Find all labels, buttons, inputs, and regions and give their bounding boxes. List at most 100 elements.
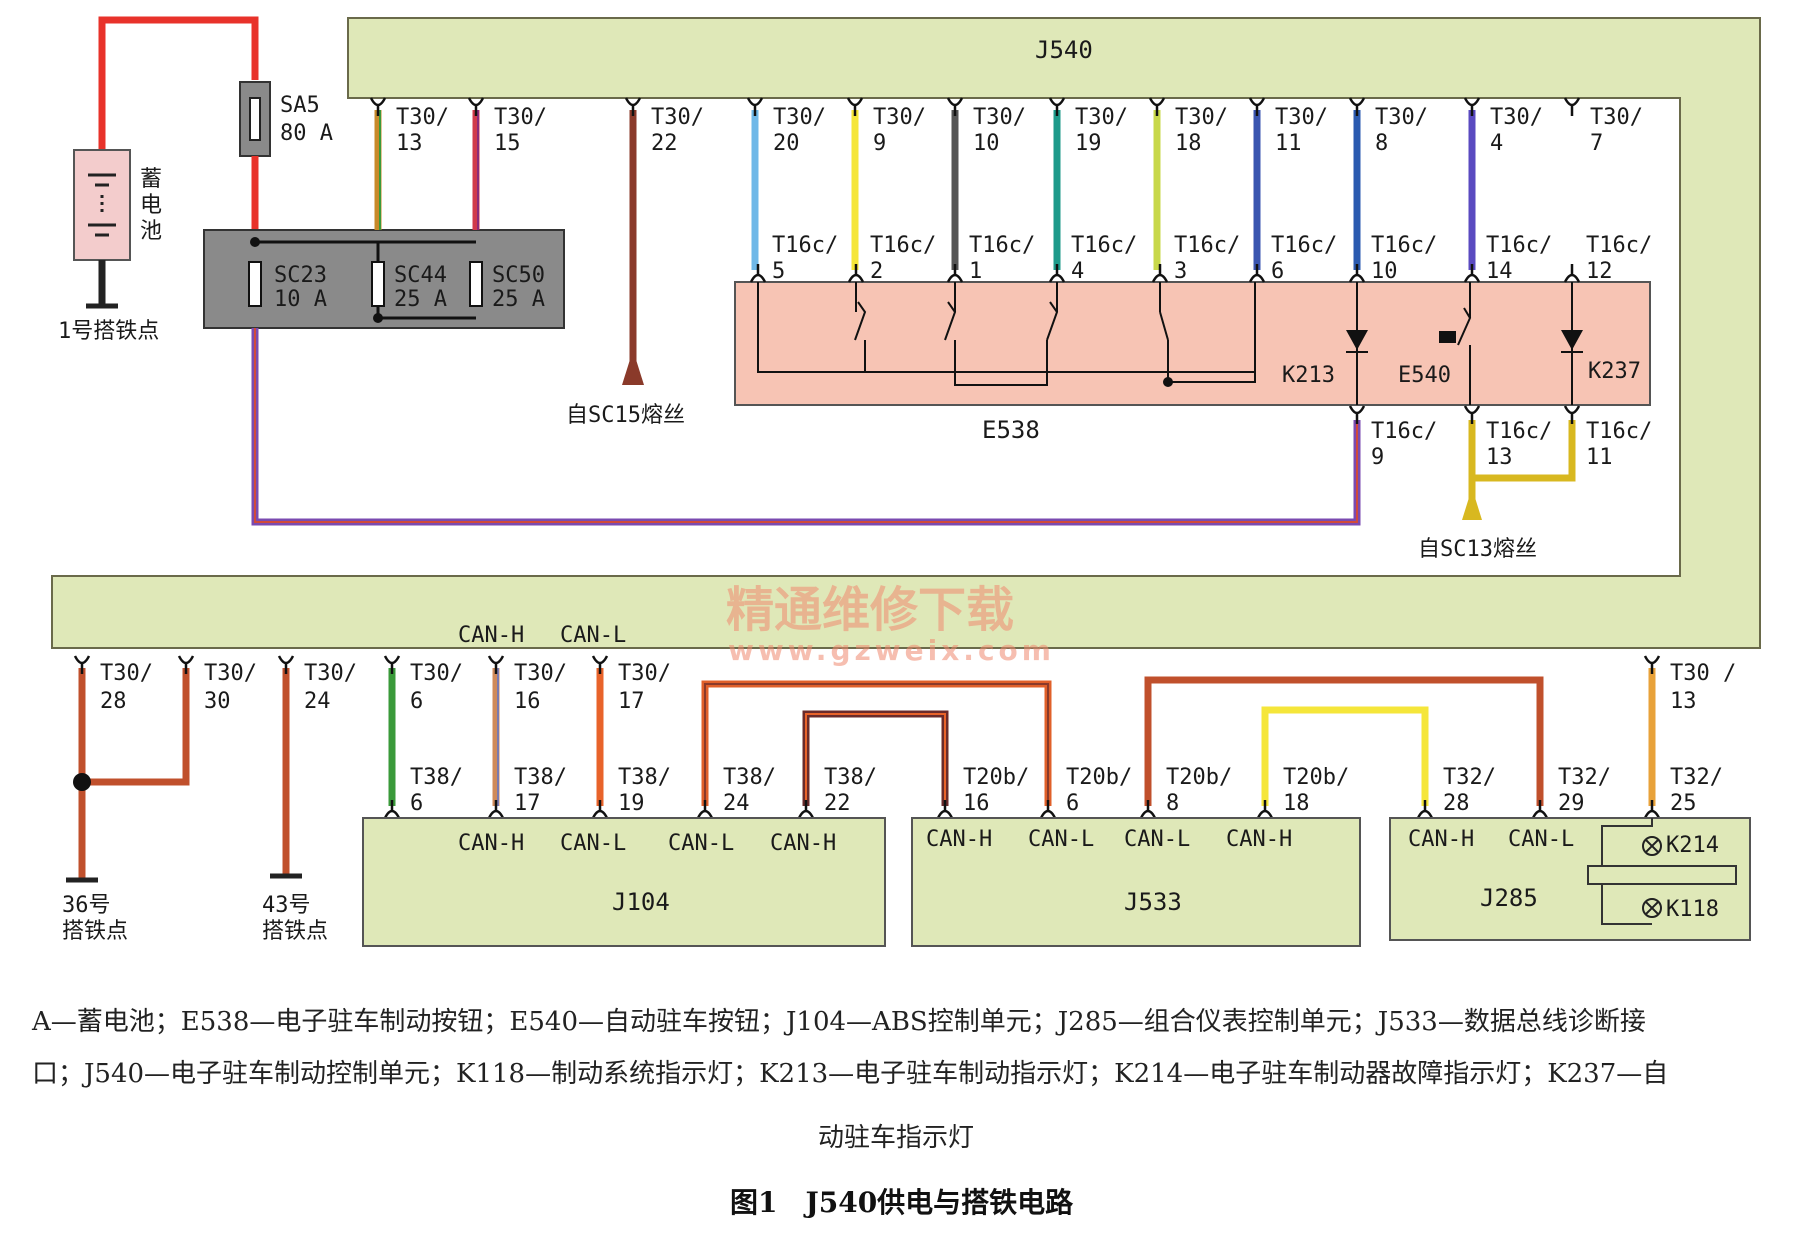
wire-j533-can-l-to-j285	[1144, 676, 1544, 806]
sc13-arrow	[1462, 488, 1482, 520]
connector-number-pins_e538_top-7: 14	[1486, 259, 1513, 284]
connector-label-pins_top-7: T30/	[1175, 105, 1228, 130]
connector-pin-pins_e538_top-3	[1048, 264, 1066, 283]
ground-43-label-2: 搭铁点	[262, 919, 328, 944]
connector-label-pins_e538_bottom-1: T16c/	[1486, 419, 1552, 444]
connector-number-pins_e538_bottom-1: 13	[1486, 445, 1513, 470]
connector-label-pins_module-8: T20b/	[1283, 765, 1349, 790]
connector-label-pins_module-6: T20b/	[1066, 765, 1132, 790]
connector-pin-pins_e538_top-0	[749, 264, 767, 283]
pins-module-group: T38/6T38/17T38/19T38/24T38/22T20b/16T20b…	[383, 765, 1723, 819]
connector-pin-pins_bottom-2	[277, 655, 295, 674]
connector-label-pins_module-9: T32/	[1443, 765, 1496, 790]
ground-36-label-1: 36号	[62, 893, 111, 918]
j540-label: J540	[1035, 36, 1093, 64]
connector-pin-pins_module-7	[1139, 800, 1157, 819]
k118-lamp-icon	[1642, 898, 1662, 918]
connector-number-pins_bottom-3: 6	[410, 689, 423, 714]
connector-number-pins_module-4: 22	[824, 791, 851, 816]
connector-label-pins_module-2: T38/	[618, 765, 671, 790]
connector-number-pins_top-6: 19	[1075, 131, 1102, 156]
j533-label: J533	[1124, 888, 1182, 916]
connector-pin-pins_module-0	[383, 800, 401, 819]
connector-label-pins_e538_top-0: T16c/	[772, 233, 838, 258]
j540-can-h-label: CAN-H	[458, 623, 524, 648]
fuse-sc44-name: SC44	[394, 263, 447, 288]
wire-j104-can-h-stripe	[805, 713, 946, 806]
figure-title: 图1 J540供电与搭铁电路	[730, 1186, 1074, 1219]
connector-pin-pins_e538_top-5	[1248, 264, 1266, 283]
j104-can-l-2: CAN-L	[668, 831, 734, 856]
connector-pin-pins_top-9	[1348, 97, 1366, 116]
connector-pin-pins_module-2	[591, 800, 609, 819]
fuse-sc44: SC44 25 A	[371, 261, 447, 312]
connector-pin-pins_e538_top-6	[1348, 264, 1366, 283]
connector-number-pins_e538_top-5: 6	[1271, 259, 1284, 284]
connector-pin-pins_e538_top-2	[946, 264, 964, 283]
connector-number-pins_module-11: 25	[1670, 791, 1697, 816]
connector-pin-pins_bottom-3	[383, 655, 401, 674]
fuse-sa5-name: SA5	[280, 93, 320, 118]
connector-label-pins_top-2: T30/	[651, 105, 704, 130]
connector-number-pins_top-8: 11	[1275, 131, 1302, 156]
connector-pin-pins_top-5	[946, 97, 964, 116]
fuse-sc23-name: SC23	[274, 263, 327, 288]
connector-label-pins_top-5: T30/	[973, 105, 1026, 130]
connector-number-pins_top-4: 9	[873, 131, 886, 156]
connector-number-pins_e538_top-3: 4	[1071, 259, 1084, 284]
connector-pin-pins_bottom-4	[487, 655, 505, 674]
battery-label-char-3: 池	[140, 219, 162, 244]
connector-label-pins_module-3: T38/	[723, 765, 776, 790]
connector-number-pins_e538_top-6: 10	[1371, 259, 1398, 284]
connector-label-pins_e538_top-3: T16c/	[1071, 233, 1137, 258]
connector-number-pins_e538_top-2: 1	[969, 259, 982, 284]
k237-label: K237	[1588, 359, 1641, 384]
fuse-sc50-name: SC50	[492, 263, 545, 288]
e538-junction	[1163, 377, 1173, 387]
j104-can-h-1: CAN-H	[458, 831, 524, 856]
connector-label-pins_module-11: T32/	[1670, 765, 1723, 790]
battery-feed-wire	[98, 16, 259, 150]
connector-pin-pins_bottom-0	[73, 655, 91, 674]
connector-pin-pins_module-3	[696, 800, 714, 819]
j540-module-body	[51, 17, 1761, 649]
connector-number-pins_top-11: 7	[1590, 131, 1603, 156]
j533-module-body	[911, 817, 1361, 947]
connector-label-pins_top-3: T30/	[773, 105, 826, 130]
source-sc13-label: 自SC13熔丝	[1418, 537, 1537, 562]
pins-e538-top-group: T16c/5T16c/2T16c/1T16c/4T16c/3T16c/6T16c…	[749, 233, 1652, 284]
connector-pin-pins_e538_top-8	[1563, 264, 1581, 283]
connector-number-pins_e538_bottom-2: 11	[1586, 445, 1613, 470]
connector-label-pins_top-6: T30/	[1075, 105, 1128, 130]
connector-label-pins_top-9: T30/	[1375, 105, 1428, 130]
connector-pin-pins_module-10	[1531, 800, 1549, 819]
ground-43-label-1: 43号	[262, 893, 311, 918]
connector-pin-pins_module-8	[1256, 800, 1274, 819]
connector-label-pins_module-0: T38/	[410, 765, 463, 790]
battery-label: 蓄 电 池	[140, 167, 162, 244]
j104-can-h-2: CAN-H	[770, 831, 836, 856]
connector-label-pins_bottom-6: T30 /	[1670, 661, 1736, 686]
connector-pin-pins_top-2	[624, 97, 642, 116]
e540-button-icon	[1439, 282, 1472, 405]
connector-number-pins_e538_top-1: 2	[870, 259, 883, 284]
connector-label-pins_top-10: T30/	[1490, 105, 1543, 130]
connector-pin-pins_top-11	[1563, 97, 1581, 116]
ground-1-label: 1号搭铁点	[58, 319, 159, 344]
connector-number-pins_module-0: 6	[410, 791, 423, 816]
connector-label-pins_bottom-4: T30/	[514, 661, 567, 686]
connector-label-pins_e538_top-7: T16c/	[1486, 233, 1552, 258]
connector-pin-pins_module-6	[1039, 800, 1057, 819]
battery-label-char-1: 蓄	[140, 167, 162, 192]
connector-pin-pins_e538_bottom-2	[1563, 405, 1581, 424]
e538-internal-circuit	[757, 282, 1256, 386]
connector-number-pins_module-7: 8	[1166, 791, 1179, 816]
connector-pin-pins_top-7	[1148, 97, 1166, 116]
wire-sc13	[1468, 420, 1576, 482]
connector-number-pins_top-1: 15	[494, 131, 521, 156]
connector-label-pins_module-4: T38/	[824, 765, 877, 790]
fuse-box-node-2	[373, 313, 383, 323]
connector-pin-pins_e538_top-1	[847, 264, 865, 283]
sc15-arrow	[622, 350, 644, 385]
